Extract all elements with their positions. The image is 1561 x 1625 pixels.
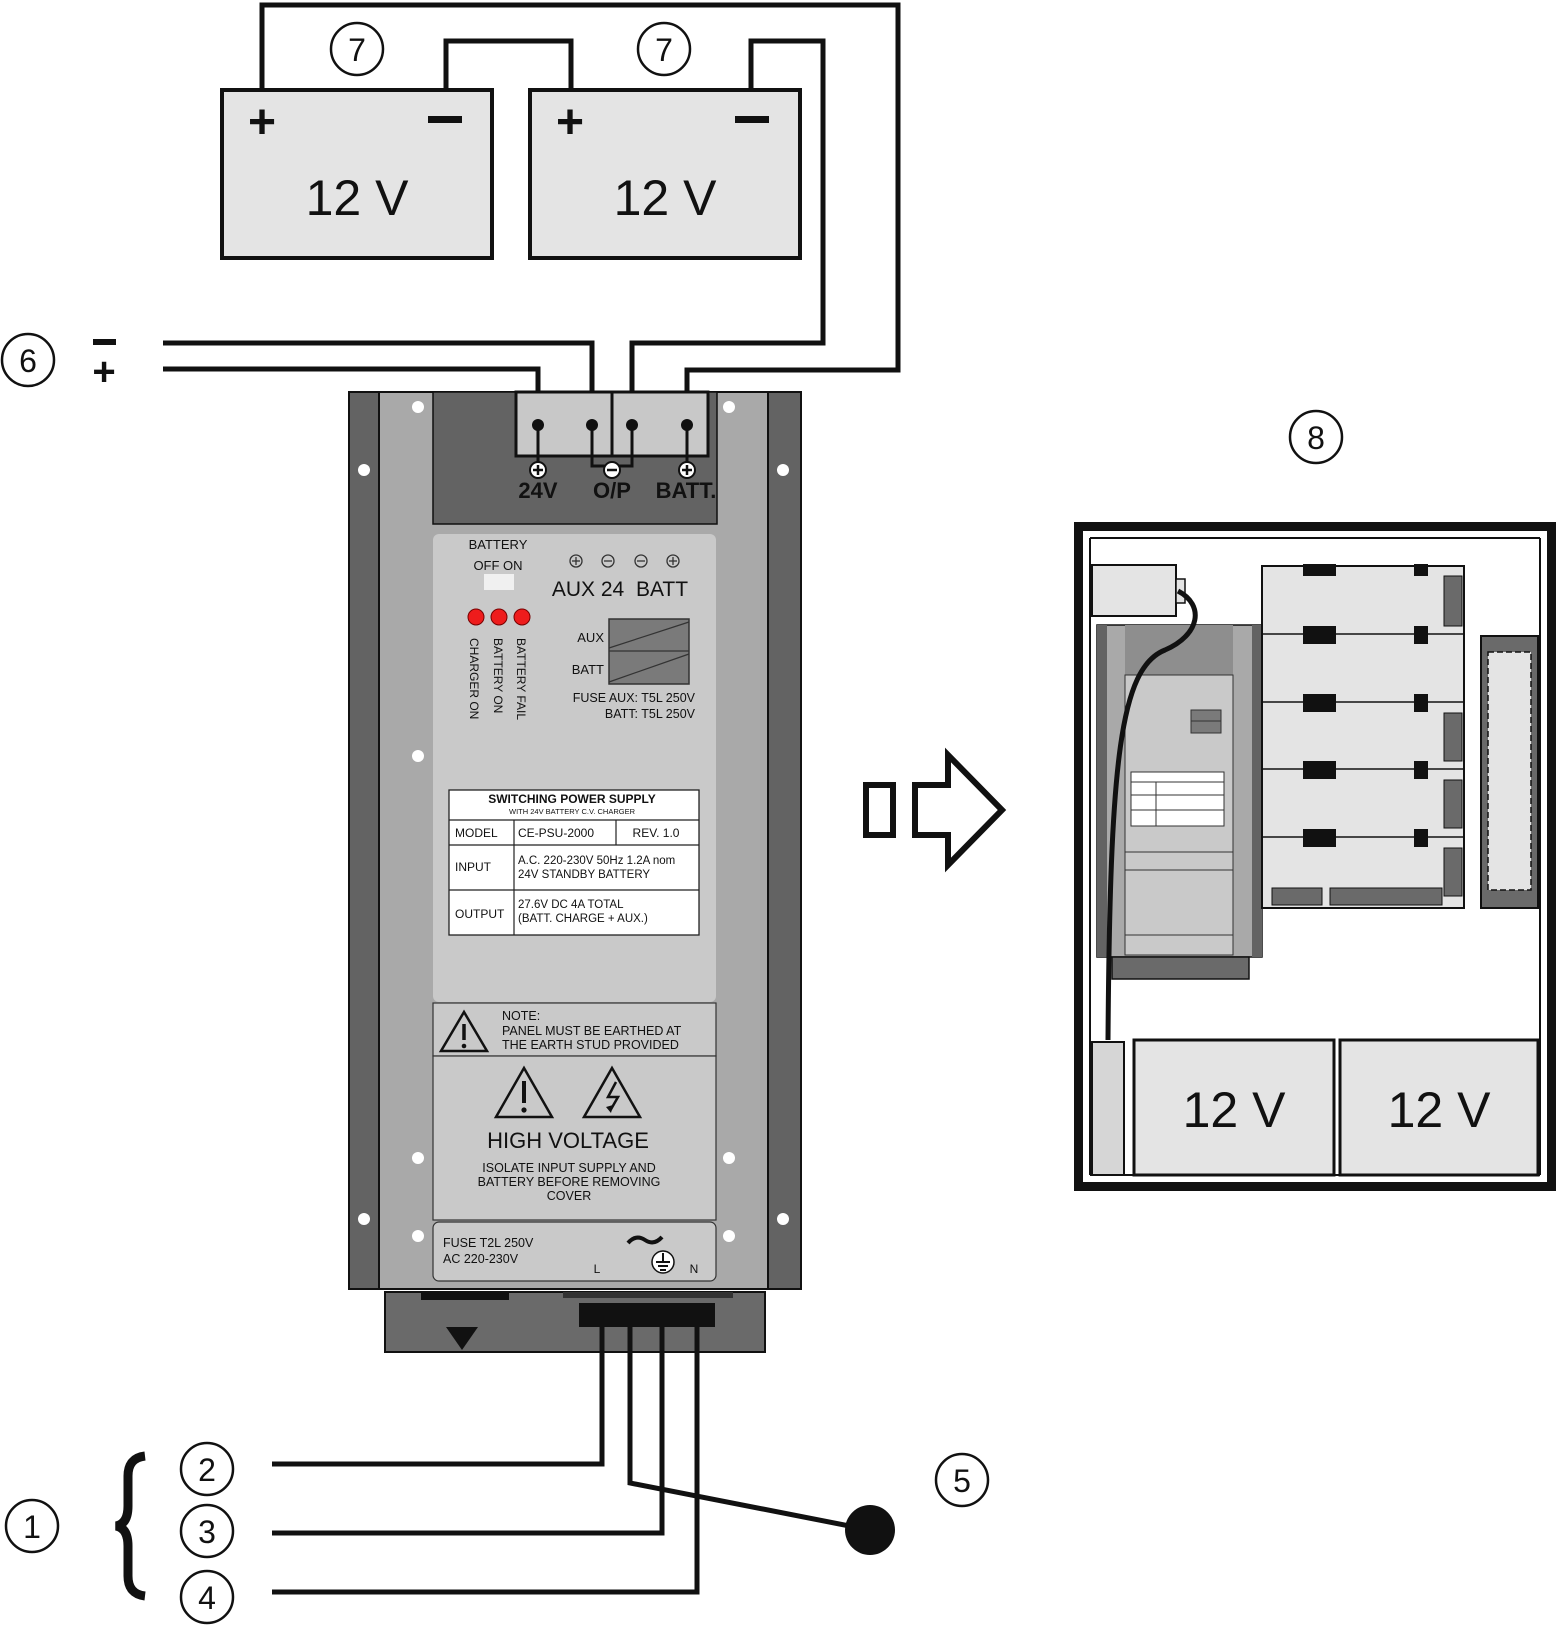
svg-text:2: 2 bbox=[198, 1452, 216, 1488]
battery-switch[interactable] bbox=[484, 574, 514, 590]
callout-2: 2 bbox=[179, 1441, 235, 1497]
ac-symbol-icon bbox=[626, 1235, 664, 1245]
callout-7-left: 7 bbox=[329, 21, 385, 77]
led-label-battery-fail: BATTERY FAIL bbox=[514, 638, 528, 720]
terminal-batt-plus-icon bbox=[678, 461, 696, 479]
cabinet-battery-right: 12 V bbox=[1388, 1082, 1492, 1138]
dc-minus-icon bbox=[93, 339, 116, 345]
battery-right-voltage: 12 V bbox=[614, 170, 718, 226]
fuse-aux-label: AUX bbox=[577, 630, 604, 645]
led-label-charger-on: CHARGER ON bbox=[467, 638, 481, 719]
battery-left-minus-icon bbox=[428, 116, 462, 123]
cabinet: 12 V 12 V bbox=[1074, 522, 1556, 1191]
led-battery-fail bbox=[513, 608, 531, 626]
callout-7-right: 7 bbox=[636, 21, 692, 77]
battery-right-minus-icon bbox=[735, 116, 769, 123]
nameplate-model: CE-PSU-2000 bbox=[518, 826, 594, 840]
led-battery-on bbox=[490, 608, 508, 626]
terminal-op-label: O/P bbox=[593, 478, 631, 503]
dc-plus-sign: + bbox=[92, 350, 115, 394]
aux-24-label: AUX 24 bbox=[552, 578, 625, 601]
terminal-plus-icon bbox=[529, 461, 547, 479]
nameplate-rev: REV. 1.0 bbox=[633, 826, 680, 840]
bottom-arrow-icon bbox=[446, 1327, 478, 1350]
svg-text:6: 6 bbox=[19, 343, 37, 379]
svg-text:1: 1 bbox=[23, 1509, 41, 1545]
battery-switch-off-on: OFF ON bbox=[473, 558, 522, 573]
callout-6: 6 bbox=[0, 332, 56, 388]
battery-wiring bbox=[163, 2, 901, 392]
callout-3: 3 bbox=[179, 1503, 235, 1559]
battery-switch-label: BATTERY bbox=[469, 537, 528, 552]
electric-shock-icon bbox=[581, 1065, 643, 1119]
mains-fuse-rating: FUSE T2L 250V bbox=[443, 1236, 534, 1250]
nameplate-subtitle: WITH 24V BATTERY C.V. CHARGER bbox=[509, 807, 636, 816]
svg-text:8: 8 bbox=[1307, 420, 1325, 456]
earth-stud bbox=[845, 1505, 895, 1555]
note-line-3: THE EARTH STUD PROVIDED bbox=[502, 1038, 679, 1052]
callout-4: 4 bbox=[179, 1569, 235, 1625]
note-line-1: NOTE: bbox=[502, 1009, 540, 1023]
nameplate-input-2: 24V STANDBY BATTERY bbox=[518, 869, 650, 881]
group-brace bbox=[114, 1451, 146, 1601]
aux-polarity-icons bbox=[569, 554, 680, 568]
terminal-batt-label: BATT. bbox=[656, 478, 717, 503]
battery-left-plus: + bbox=[248, 96, 276, 149]
psu-enclosure: 24V O/P BATT. BATTERY OFF ON AUX 24 BATT bbox=[348, 390, 802, 1353]
svg-text:7: 7 bbox=[655, 32, 673, 68]
nameplate-input-1: A.C. 220-230V 50Hz 1.2A nom bbox=[518, 855, 675, 867]
battery-left-voltage: 12 V bbox=[306, 170, 410, 226]
earth-icon bbox=[651, 1250, 675, 1274]
nameplate-output-2: (BATT. CHARGE + AUX.) bbox=[518, 913, 648, 925]
battery-left: + 12 V bbox=[220, 88, 494, 260]
nameplate-output-label: OUTPUT bbox=[455, 907, 505, 921]
high-voltage-line-1: ISOLATE INPUT SUPPLY AND bbox=[482, 1161, 655, 1175]
fuse-batt-label: BATT bbox=[572, 662, 604, 677]
svg-text:5: 5 bbox=[953, 1463, 971, 1499]
nameplate: SWITCHING POWER SUPPLY WITH 24V BATTERY … bbox=[448, 789, 700, 936]
callout-1: 1 bbox=[4, 1498, 60, 1554]
high-voltage-line-2: BATTERY BEFORE REMOVING bbox=[478, 1175, 661, 1189]
mains-l-label: L bbox=[594, 1262, 601, 1276]
note-line-2: PANEL MUST BE EARTHED AT bbox=[502, 1024, 682, 1038]
nameplate-title: SWITCHING POWER SUPPLY bbox=[488, 792, 656, 806]
high-voltage-title: HIGH VOLTAGE bbox=[487, 1128, 649, 1153]
high-voltage-line-3: COVER bbox=[547, 1189, 591, 1203]
fuse-aux-rating: FUSE AUX: T5L 250V bbox=[573, 691, 696, 705]
battery-right: + 12 V bbox=[528, 88, 802, 260]
mains-n-label: N bbox=[690, 1262, 699, 1276]
warning-triangle-icon bbox=[438, 1009, 490, 1053]
svg-text:7: 7 bbox=[348, 32, 366, 68]
battery-right-plus: + bbox=[556, 96, 584, 149]
terminal-minus-icon bbox=[603, 461, 621, 479]
svg-text:4: 4 bbox=[198, 1580, 216, 1616]
batt-label: BATT bbox=[636, 578, 688, 601]
mains-ac-rating: AC 220-230V bbox=[443, 1252, 519, 1266]
fuse-batt-rating: BATT: T5L 250V bbox=[605, 707, 696, 721]
callout-8: 8 bbox=[1288, 409, 1344, 465]
mains-wiring bbox=[272, 1327, 871, 1595]
mains-terminal-block bbox=[579, 1303, 715, 1327]
nameplate-model-label: MODEL bbox=[455, 826, 498, 840]
arrow-right-icon bbox=[863, 747, 1007, 873]
led-label-battery-on: BATTERY ON bbox=[491, 638, 505, 713]
nameplate-output-1: 27.6V DC 4A TOTAL bbox=[518, 899, 624, 911]
led-charger-on bbox=[467, 608, 485, 626]
terminal-24v-label: 24V bbox=[518, 478, 557, 503]
nameplate-input-label: INPUT bbox=[455, 860, 492, 874]
cabinet-battery-left: 12 V bbox=[1183, 1082, 1287, 1138]
callout-5: 5 bbox=[934, 1452, 990, 1508]
warning-exclamation-icon bbox=[493, 1065, 555, 1119]
svg-text:3: 3 bbox=[198, 1514, 216, 1550]
